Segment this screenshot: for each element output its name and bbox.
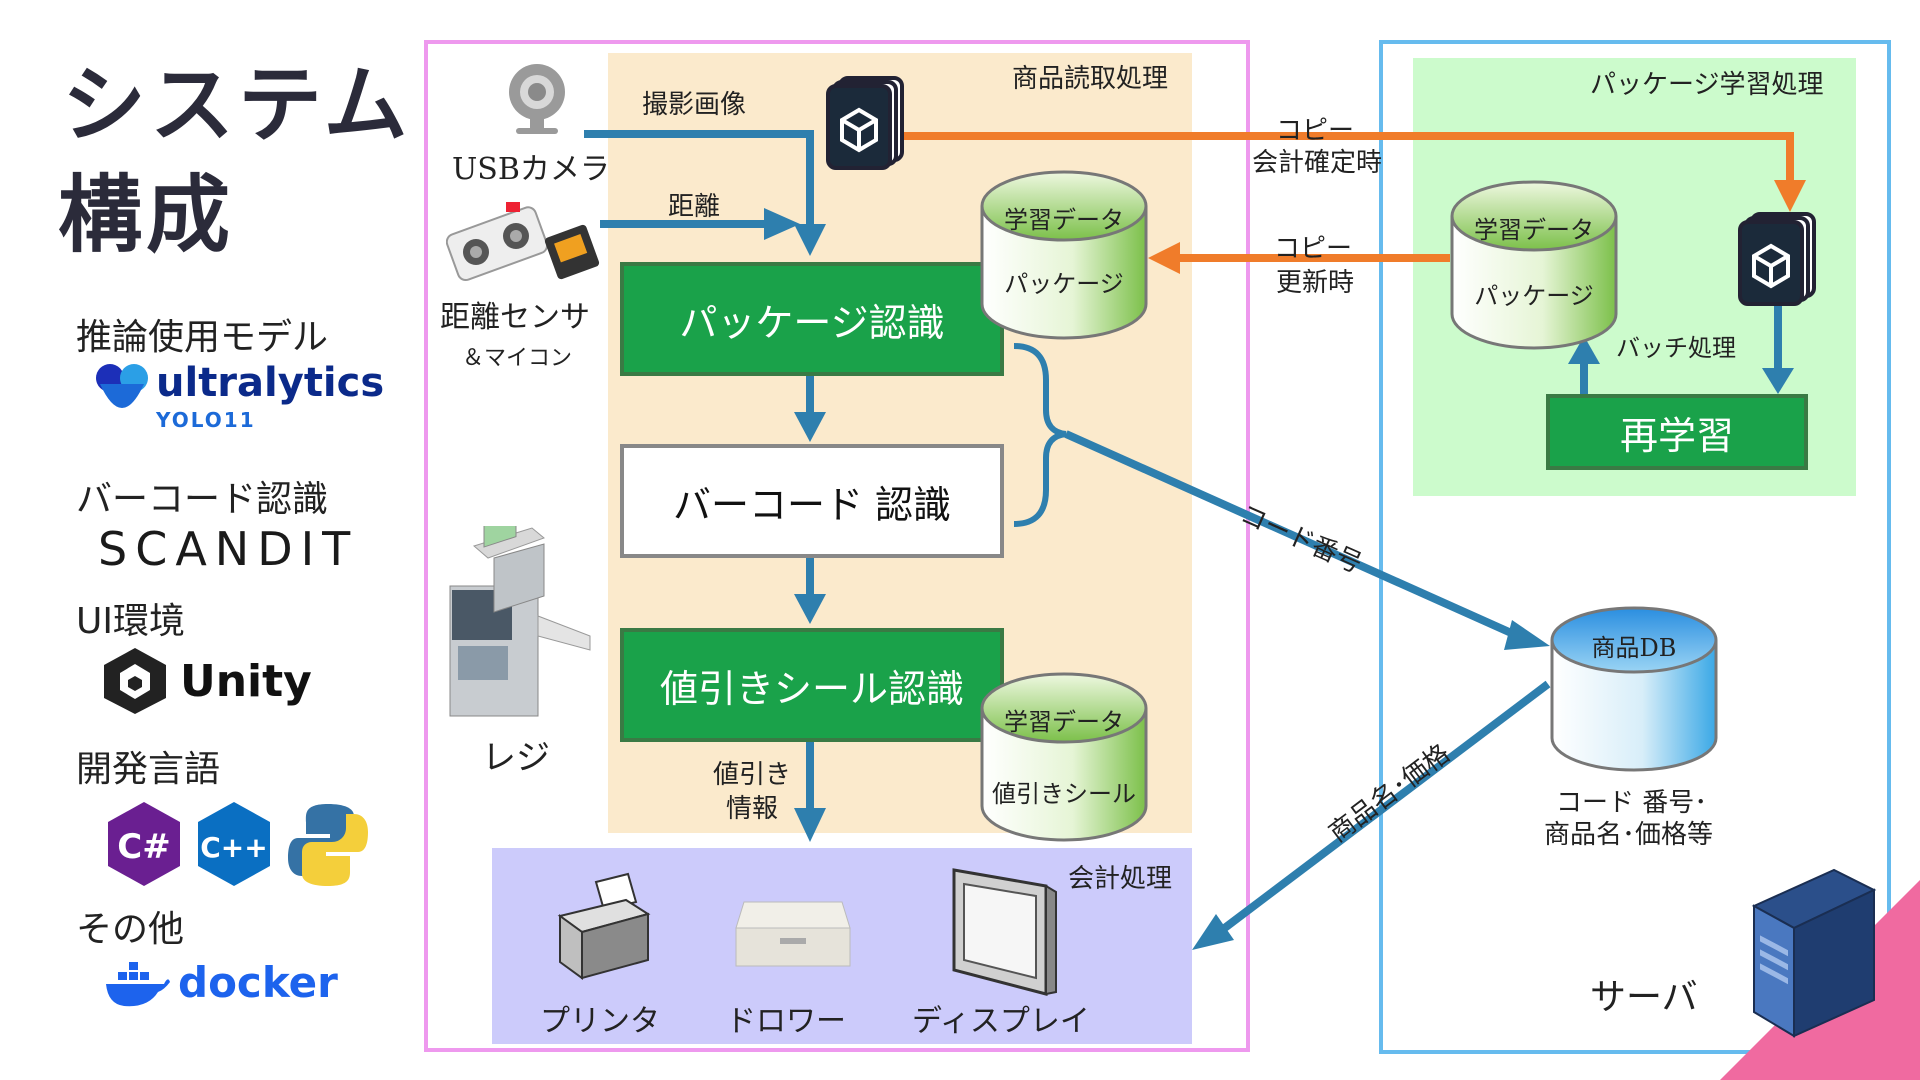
disc-db-label-1: 学習データ	[1004, 708, 1124, 736]
ui-heading: UI環境	[76, 601, 185, 642]
pay-area-label: 会計処理	[1068, 864, 1173, 894]
copy-confirm-label-2: 会計確定時	[1252, 148, 1383, 178]
docker-logo: docker	[104, 954, 344, 1014]
server-frame	[1379, 40, 1891, 1054]
cplusplus-label: C++	[200, 831, 267, 864]
page-title-line1: システム	[62, 56, 412, 154]
arrow-image-label: 撮影画像	[642, 90, 747, 120]
recognition-brace	[1013, 343, 1067, 527]
barcode-recognition-box: バーコード 認識	[620, 444, 1004, 558]
discount-info-label: 値引き 情報	[712, 760, 791, 824]
yolo-text: YOLO11	[156, 408, 256, 432]
server-db-label-2: パッケージ	[1474, 282, 1594, 310]
distance-sensor-sub: ＆マイコン	[462, 346, 573, 371]
pkg-db-label-1: 学習データ	[1004, 206, 1124, 234]
read-area-label: 商品読取処理	[1012, 64, 1169, 94]
printer-label: プリンタ	[540, 1004, 660, 1039]
distance-sensor-label: 距離センサ	[440, 300, 590, 335]
printer-icon	[557, 872, 651, 980]
arrow-distance-label: 距離	[668, 192, 721, 222]
server-learning-data-db: 学習データ パッケージ	[1450, 180, 1618, 350]
discount-learning-data-db: 学習データ 値引きシール	[980, 672, 1148, 842]
distance-sensor-icon	[446, 202, 600, 282]
discount-recognition-box: 値引きシール認識	[620, 628, 1004, 742]
server-package-model-icon	[1738, 212, 1816, 306]
batch-label: バッチ処理	[1616, 334, 1736, 362]
arrow-copy-confirm	[900, 132, 1794, 184]
product-db-label: 商品DB	[1592, 634, 1677, 662]
arrow-name-price	[1219, 680, 1551, 934]
register-icon	[449, 526, 591, 717]
copy-update-label-2: 更新時	[1276, 268, 1355, 298]
page-title-line2: 構成	[58, 166, 235, 264]
product-db: 商品DB	[1550, 606, 1718, 772]
package-model-icon	[826, 76, 904, 170]
copy-confirm-label-1: コピー	[1276, 116, 1355, 146]
arrow-camera-image	[584, 130, 814, 228]
docker-icon	[106, 962, 170, 1007]
ultralytics-logo: ultralytics YOLO11	[92, 360, 384, 432]
drawer-icon	[735, 901, 851, 967]
csharp-icon: C#	[108, 802, 180, 886]
cplusplus-icon: C++	[198, 802, 270, 886]
pkg-db-label-2: パッケージ	[1004, 270, 1124, 298]
usb-camera-label: USBカメラ	[452, 152, 610, 187]
unity-text: Unity	[180, 656, 312, 707]
model-heading: 推論使用モデル	[76, 317, 329, 358]
register-label: レジ	[482, 738, 550, 778]
display-icon	[952, 868, 1057, 996]
scandit-logo: SCANDIT	[98, 522, 359, 576]
server-db-label-1: 学習データ	[1474, 216, 1594, 244]
csharp-label: C#	[117, 827, 170, 867]
barcode-heading: バーコード認識	[76, 479, 329, 520]
python-icon	[288, 804, 368, 886]
copy-update-label-1: コピー	[1274, 234, 1353, 264]
display-label: ディスプレイ	[912, 1004, 1090, 1039]
server-icon	[1751, 868, 1877, 1038]
package-recognition-box: パッケージ認識	[620, 262, 1004, 376]
product-db-caption-2: 商品名･価格等	[1544, 820, 1714, 850]
ultralytics-text: ultralytics	[156, 360, 385, 406]
register-system-frame	[424, 40, 1250, 1052]
arrow-code-number	[1064, 430, 1520, 640]
language-icons: C# C++	[104, 800, 384, 890]
other-heading: その他	[76, 909, 185, 950]
disc-db-label-2: 値引きシール	[992, 780, 1136, 808]
lang-heading: 開発言語	[76, 749, 221, 790]
server-label: サーバ	[1590, 977, 1698, 1018]
docker-text: docker	[178, 958, 338, 1007]
pkg-area-label: パッケージ学習処理	[1590, 70, 1824, 100]
usb-camera-icon	[509, 64, 565, 134]
unity-icon	[104, 648, 166, 714]
unity-logo: Unity	[102, 646, 342, 716]
product-db-caption-1: コード 番号･	[1556, 788, 1708, 818]
relearn-box: 再学習	[1546, 394, 1808, 470]
ultralytics-icon	[96, 364, 148, 408]
pkg-learning-data-db: 学習データ パッケージ	[980, 170, 1148, 340]
drawer-label: ドロワー	[726, 1004, 846, 1039]
